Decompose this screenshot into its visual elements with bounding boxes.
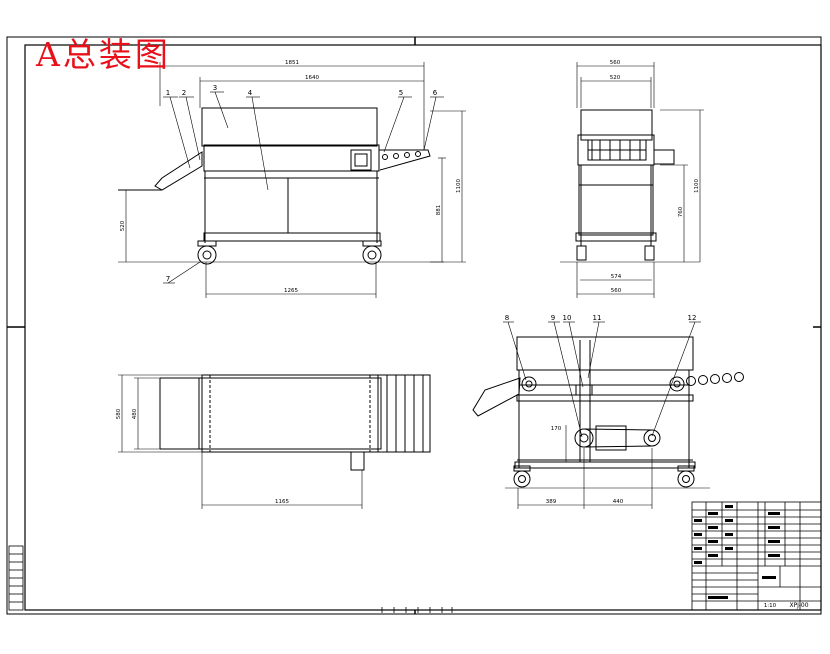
dim-plan-height2: 480 <box>132 408 138 419</box>
outer-frame <box>6 36 822 615</box>
callout-11: 11 <box>593 314 602 322</box>
callout-1: 1 <box>166 89 170 97</box>
callout-3: 3 <box>213 84 217 92</box>
dim-rear-bottom-right: 440 <box>613 499 624 505</box>
inner-frame <box>24 44 822 611</box>
callout-8: 8 <box>505 314 509 322</box>
drawing-number: XPJ-00 <box>789 602 808 609</box>
rear-view-dimensions <box>517 425 653 509</box>
drawing-scale: 1:10 <box>764 603 777 609</box>
dim-front-bottom: 1265 <box>284 288 298 294</box>
dim-side-top1: 560 <box>610 60 621 66</box>
dim-rear-mid: 170 <box>551 426 562 432</box>
callout-2: 2 <box>182 89 186 97</box>
dim-side-bottom1: 574 <box>611 274 622 280</box>
dim-front-right-height: 1100 <box>456 179 462 193</box>
dim-front-left-height: 520 <box>120 220 126 231</box>
title-block-fills <box>694 505 780 599</box>
title-block <box>691 501 822 611</box>
dim-side-height1: 1100 <box>694 179 700 193</box>
dim-front-top: 1640 <box>305 75 319 81</box>
callout-4: 4 <box>248 89 253 97</box>
dim-side-height2: 760 <box>678 206 684 217</box>
margin-record-table <box>8 545 24 611</box>
callout-10: 10 <box>563 314 572 322</box>
centering-marks <box>7 37 821 614</box>
side-view-dimensions <box>576 62 704 298</box>
dim-plan-height1: 580 <box>116 408 122 419</box>
rear-view-callout-leaders <box>503 321 701 438</box>
front-view-callout-leaders <box>163 91 444 284</box>
front-view <box>118 107 444 265</box>
callout-7: 7 <box>166 275 170 283</box>
dim-side-top2: 520 <box>610 75 621 81</box>
side-view <box>560 109 700 263</box>
front-view-dimensions <box>125 62 466 298</box>
dim-rear-bottom-left: 389 <box>546 499 557 505</box>
callout-6: 6 <box>433 89 438 97</box>
callout-12: 12 <box>688 314 697 322</box>
drawing-title: A总装图 <box>36 35 171 74</box>
dim-side-bottom2: 560 <box>611 288 622 294</box>
callout-9: 9 <box>551 314 555 322</box>
dim-plan-bottom: 1165 <box>275 499 289 505</box>
bottom-scale-ruler <box>381 607 453 613</box>
callout-5: 5 <box>399 89 403 97</box>
dim-front-mid-height: 881 <box>436 205 442 216</box>
plan-view-dimensions <box>118 374 363 509</box>
dim-front-overall: 1851 <box>285 60 299 66</box>
plan-view <box>159 374 431 471</box>
rear-view <box>472 336 744 489</box>
